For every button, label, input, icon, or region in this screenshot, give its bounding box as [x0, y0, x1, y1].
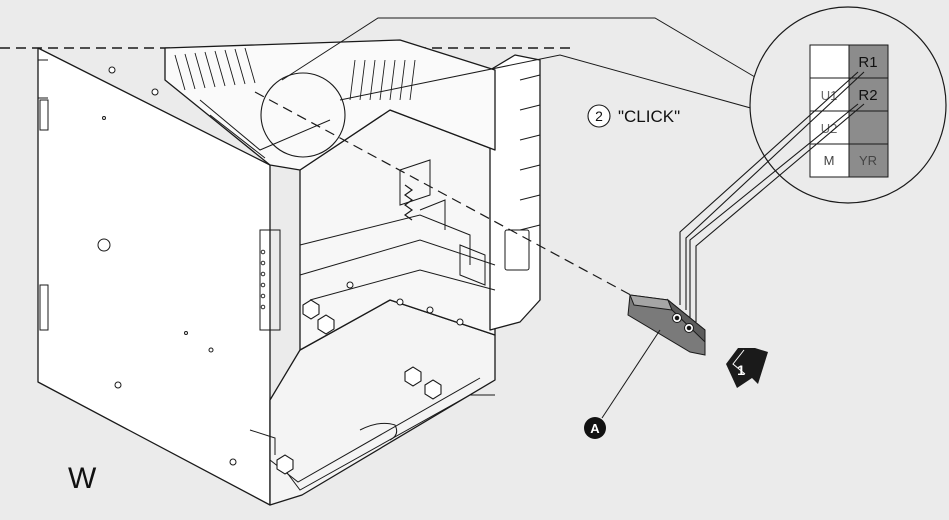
frame-label-w: W — [68, 462, 97, 495]
magnifier-circle-small — [260, 72, 346, 158]
step-1-number: 1 — [737, 362, 745, 378]
breaker-frame — [37, 39, 541, 506]
connector-plug — [627, 294, 706, 356]
terminal-yr-cell — [848, 143, 889, 178]
insertion-path-dashed — [254, 91, 641, 301]
spring-detail — [403, 184, 414, 221]
callout-a-letter: A — [590, 421, 600, 436]
wire-r1-b — [685, 71, 865, 310]
contact-strip — [260, 249, 266, 310]
terminal-r1-cell — [848, 44, 889, 79]
step-2-circle — [587, 104, 611, 128]
step-2-number: 2 — [595, 108, 603, 124]
terminal-label-r1: R1 — [858, 54, 877, 71]
terminal-label-u1: U1 — [821, 88, 838, 103]
frame-details — [38, 59, 541, 491]
terminal-detail: R1 U1 R2 U2 M YR — [749, 6, 947, 204]
insert-arrow — [726, 348, 768, 388]
hex-nuts — [276, 299, 442, 475]
wire-r2 — [689, 103, 859, 318]
frame-front-column — [489, 54, 541, 331]
terminal-label-yr: YR — [859, 153, 877, 168]
step-2-click-text: "CLICK" — [618, 107, 680, 126]
detail-leader-lines — [281, 17, 766, 113]
mechanism-ribs — [174, 47, 416, 101]
wire-r1 — [679, 71, 859, 305]
callout-a-circle — [584, 417, 606, 439]
terminal-blank-cell — [848, 110, 889, 145]
terminal-label-r2: R2 — [858, 87, 877, 104]
callout-a-leader — [601, 329, 661, 419]
wire-r2-b — [695, 103, 865, 322]
terminal-label-m: M — [824, 153, 835, 168]
mechanism-block — [164, 39, 496, 171]
frame-holes — [97, 66, 464, 466]
